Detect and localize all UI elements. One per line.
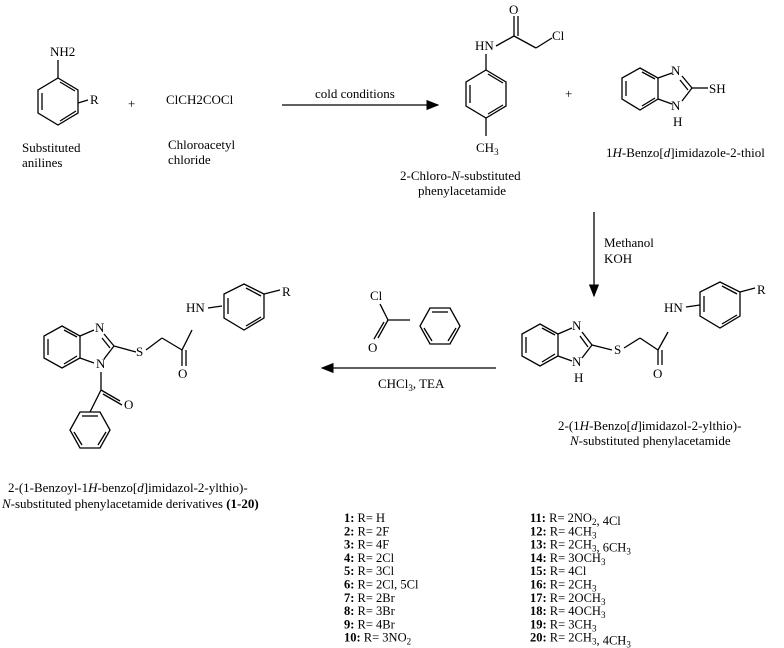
n-label-3: N (95, 320, 105, 335)
o-label-2: O (653, 366, 662, 381)
aniline-label-2: anilines (22, 155, 62, 170)
intermediate2-label-1: 2-(1H-Benzo[d]imidazol-2-ylthio)- (558, 418, 741, 433)
intermediate1-label-1: 2-Chloro-N-substituted (400, 168, 521, 183)
plus-sign-1: + (128, 96, 135, 111)
cl-label-1: Cl (552, 28, 565, 43)
intermediate2-label-2: N-substituted phenylacetamide (569, 433, 731, 448)
o-label-4: O (178, 366, 187, 381)
substituent-right-item: 17: R= 2OCH3 (530, 591, 606, 607)
hn-label-3: HN (186, 300, 205, 315)
substituent-left-item: 4: R= 2Cl (344, 551, 395, 565)
o-label-5: O (124, 397, 133, 412)
nh-label-1: N (671, 98, 681, 113)
r-label: R (90, 92, 99, 107)
n-label-4: N (96, 356, 106, 371)
substituent-right-item: 19: R= 3CH3 (530, 617, 597, 633)
intermediate1-label-2: phenylacetamide (418, 183, 506, 198)
r-label-2: R (757, 282, 766, 297)
cl-label-2: Cl (370, 288, 383, 303)
nh2-label: NH2 (50, 44, 75, 59)
plus-sign-2: + (565, 86, 572, 101)
substituent-left-item: 8: R= 3Br (344, 604, 396, 618)
chloroacetyl-label-2: chloride (168, 152, 211, 167)
substituent-right-item: 13: R= 2CH3, 6CH3 (530, 538, 631, 557)
product-label-2: N-substituted phenylacetamide derivative… (1, 496, 259, 511)
substituent-right-item: 15: R= 4Cl (530, 564, 587, 578)
product-structure: N N S O HN R O (43, 283, 291, 449)
product-label-1: 2-(1-Benzoyl-1H-benzo[d]imidazol-2-ylthi… (8, 480, 248, 495)
o-label-3: O (368, 340, 377, 355)
thiol-label: 1H-Benzo[d]imidazole-2-thiol (606, 145, 765, 160)
substituent-right-item: 16: R= 2CH3 (530, 578, 597, 594)
chloroacetyl-label-1: Chloroacetyl (168, 137, 236, 152)
substituent-right-item: 11: R= 2NO2, 4Cl (530, 511, 621, 528)
step2-reagent2: KOH (604, 251, 632, 266)
substituent-left-item: 7: R= 2Br (344, 591, 396, 605)
substituent-left-item: 5: R= 3Cl (344, 564, 395, 578)
s-label-2: S (614, 342, 621, 357)
step2-reagent1: Methanol (604, 235, 654, 250)
substituent-right-item: 14: R= 3OCH3 (530, 551, 606, 567)
step1-condition: cold conditions (315, 86, 395, 101)
substituent-left-item: 3: R= 4F (344, 538, 389, 552)
substituent-right-item: 12: R= 4CH3 (530, 524, 597, 540)
substituent-right-item: 18: R= 4OCH3 (530, 604, 606, 620)
nh-label-2: N (572, 354, 582, 369)
chloroacetyl-formula: ClCH2COCl (166, 92, 234, 107)
substituent-left-item: 9: R= 4Br (344, 617, 396, 631)
s-label-3: S (136, 344, 143, 359)
aniline-label-1: Substituted (22, 140, 81, 155)
r-label-3: R (282, 284, 291, 299)
o-label-1: O (509, 2, 518, 17)
chloroacetamide-structure: HN O Cl CH3 (465, 2, 565, 157)
substituent-right-item: 20: R= 2CH3, 4CH3 (530, 631, 631, 648)
substituent-left-item: 10: R= 3NO2 (344, 631, 411, 647)
sh-label: SH (709, 81, 726, 96)
benzimidazole-thiol-structure: N N H SH (621, 63, 726, 129)
n-label-1: N (671, 63, 681, 78)
hn-label-2: HN (664, 300, 683, 315)
substituent-left-item: 6: R= 2Cl, 5Cl (344, 578, 419, 592)
hn-label-1: HN (475, 38, 494, 53)
n-label-2: N (572, 318, 582, 333)
ch3-label-1: CH3 (476, 140, 499, 157)
aniline-structure: NH2 R (37, 44, 99, 126)
benzoyl-chloride-structure: Cl O (368, 288, 461, 355)
step3-reagent: CHCl3, TEA (378, 376, 445, 393)
substituent-left-item: 1: R= H (344, 511, 385, 525)
h-label-2: H (574, 370, 583, 385)
intermediate2-structure: N N H S O HN R (521, 281, 766, 385)
substituent-left-item: 2: R= 2F (344, 524, 389, 538)
h-label-1: H (673, 114, 682, 129)
